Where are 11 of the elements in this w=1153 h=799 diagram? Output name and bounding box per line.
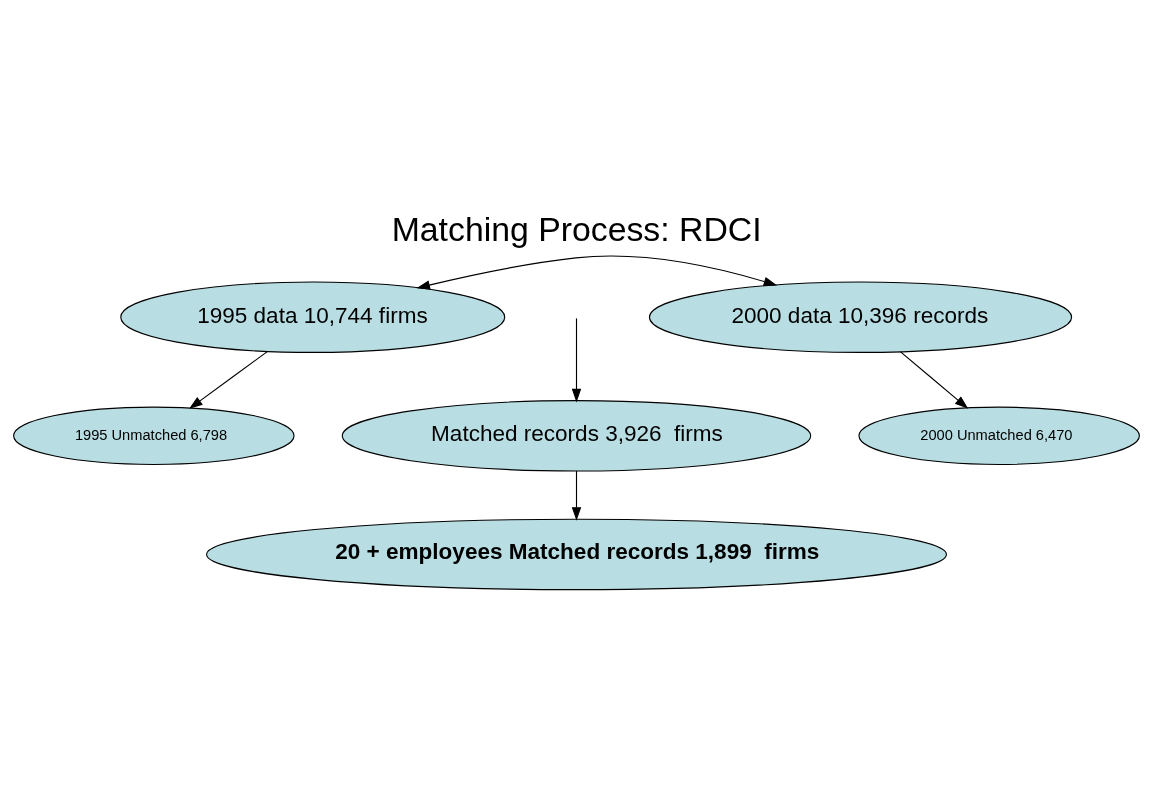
node-ellipse: 1995 Unmatched 6,798 [13, 406, 295, 466]
node-ellipse: 2000 Unmatched 6,470 [858, 406, 1140, 466]
arrow [416, 255, 778, 290]
node-ellipse: Matched records 3,926 firms [341, 400, 812, 472]
node-ellipse: 20 + employees Matched records 1,899 firms [206, 518, 947, 591]
arrow [899, 351, 969, 409]
node-ellipse: 2000 data 10,396 records [648, 281, 1073, 353]
arrow [189, 350, 269, 409]
arrow [571, 470, 582, 521]
diagram-title: Matching Process: RDCI [391, 210, 762, 249]
arrow [571, 317, 582, 403]
